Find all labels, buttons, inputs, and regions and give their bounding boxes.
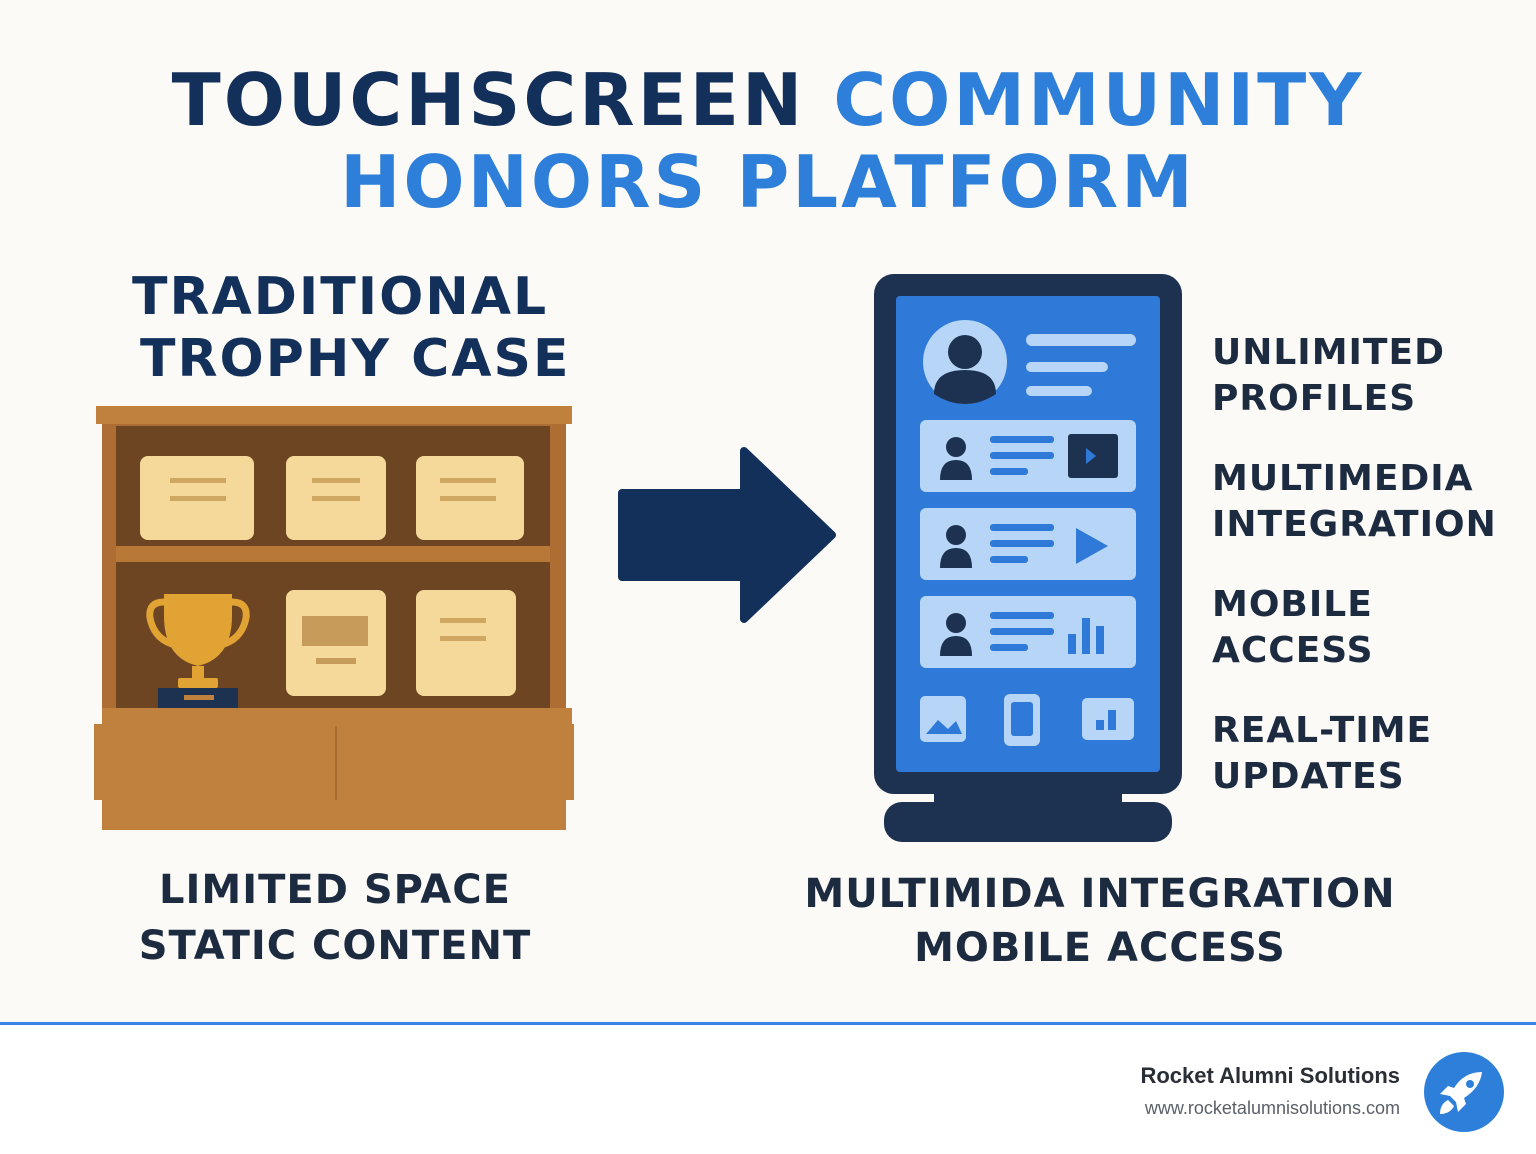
bar-chart-icon — [1068, 618, 1104, 654]
phone-icon — [1004, 694, 1040, 746]
rocket-icon — [1424, 1052, 1504, 1132]
plaque-top-right — [416, 456, 524, 540]
trophy-case-caption-line2: STATIC CONTENT — [138, 923, 532, 969]
title-word-community: COMMUNITY — [833, 58, 1365, 142]
title-word-touchscreen: TOUCHSCREEN — [171, 58, 806, 142]
platform-caption-line1: MULTIMIDA INTEGRATION — [804, 871, 1396, 917]
plaque-top-left — [140, 456, 254, 540]
page-title-line2: HONORS PLATFORM — [340, 140, 1196, 224]
plaque-bottom-middle — [286, 590, 386, 696]
page-title-line1: TOUCHSCREEN COMMUNITY — [0, 58, 1536, 142]
arrow-right-icon — [618, 447, 836, 623]
trophy-case-caption-line1: LIMITED SPACE — [159, 867, 511, 913]
play-icon — [1076, 528, 1108, 564]
trophy-case-heading-line2: TROPHY CASE — [140, 329, 571, 389]
image-icon — [920, 696, 966, 742]
touchscreen-kiosk-illustration — [874, 274, 1182, 842]
trophy-case-illustration — [94, 406, 574, 830]
user-icon — [923, 320, 1007, 404]
platform-caption-line2: MOBILE ACCESS — [914, 925, 1286, 971]
trophy-icon — [146, 594, 250, 708]
trophy-case-heading-line1: TRADITIONAL — [132, 267, 549, 327]
brand-url: www.rocketalumnisolutions.com — [1144, 1098, 1400, 1118]
footer — [0, 1025, 1536, 1154]
plaque-top-middle — [286, 456, 386, 540]
footer-divider — [0, 1022, 1536, 1025]
brand-name: Rocket Alumni Solutions — [1140, 1063, 1400, 1088]
plaque-bottom-right — [416, 590, 516, 696]
bar-chart-small-icon — [1082, 698, 1134, 740]
profile-card-2 — [920, 508, 1136, 580]
profile-card-3 — [920, 596, 1136, 668]
profile-card-1 — [920, 420, 1136, 492]
